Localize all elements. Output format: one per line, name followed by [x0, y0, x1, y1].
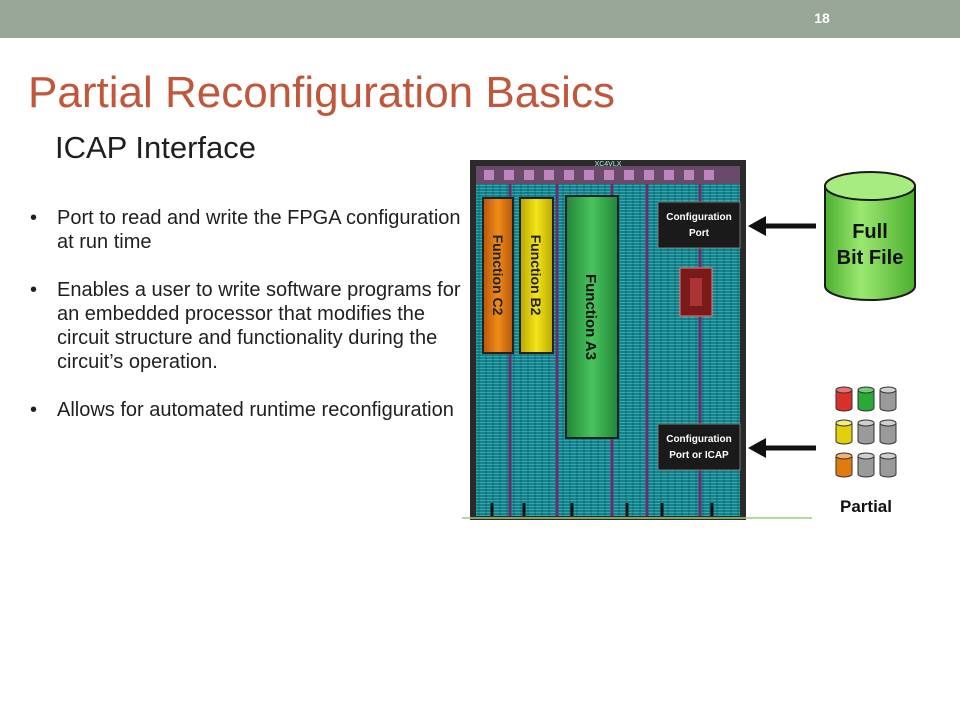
function-c2-label: Function C2 [490, 235, 506, 316]
top-bar [0, 0, 960, 38]
full-bitfile-line-2: Bit File [837, 247, 904, 269]
config-port-line-1: Configuration [666, 212, 732, 223]
function-a3-region: Function A3 [565, 195, 619, 439]
icap-port-line-1: Configuration [666, 434, 732, 445]
function-c2-region: Function C2 [482, 197, 514, 354]
arrow-left-icon [748, 438, 816, 458]
bullet-dot-icon: • [30, 399, 38, 421]
slide-title: Partial Reconfiguration Basics [28, 68, 615, 117]
chip-label: XC4VLX [595, 161, 622, 168]
bullet-item: • Port to read and write the FPGA configu… [30, 206, 462, 254]
fpga-figure: XC4VLX Function C2 Function B2 Function … [462, 158, 932, 523]
function-b2-region: Function B2 [519, 197, 554, 354]
bullet-dot-icon: • [30, 207, 38, 229]
icap-port-line-2: Port or ICAP [669, 450, 729, 461]
bullet-text: Port to read and write the FPGA configur… [57, 207, 461, 253]
configuration-port-box: Configuration Port [657, 201, 741, 249]
bullet-text: Enables a user to write software program… [57, 279, 461, 373]
slide-subtitle: ICAP Interface [55, 130, 257, 165]
bullet-dot-icon: • [30, 279, 38, 301]
slide-number: 18 [814, 10, 830, 26]
partial-label: Partial [840, 497, 892, 516]
full-bitfile-line-1: Full [852, 221, 888, 243]
config-port-line-2: Port [689, 228, 710, 239]
bullet-list: • Port to read and write the FPGA configu… [30, 206, 462, 446]
bullet-item: • Allows for automated runtime reconfigur… [30, 398, 462, 422]
bullet-item: • Enables a user to write software progra… [30, 278, 462, 374]
function-b2-label: Function B2 [528, 235, 544, 316]
partial-bitfiles-icon: Partial [835, 386, 897, 516]
arrow-left-icon [748, 216, 816, 236]
bullet-text: Allows for automated runtime reconfigura… [57, 399, 454, 421]
icap-port-box: Configuration Port or ICAP [657, 423, 741, 471]
function-a3-label: Function A3 [582, 274, 599, 360]
full-bitfile-cylinder-icon: Full Bit File [824, 171, 916, 301]
